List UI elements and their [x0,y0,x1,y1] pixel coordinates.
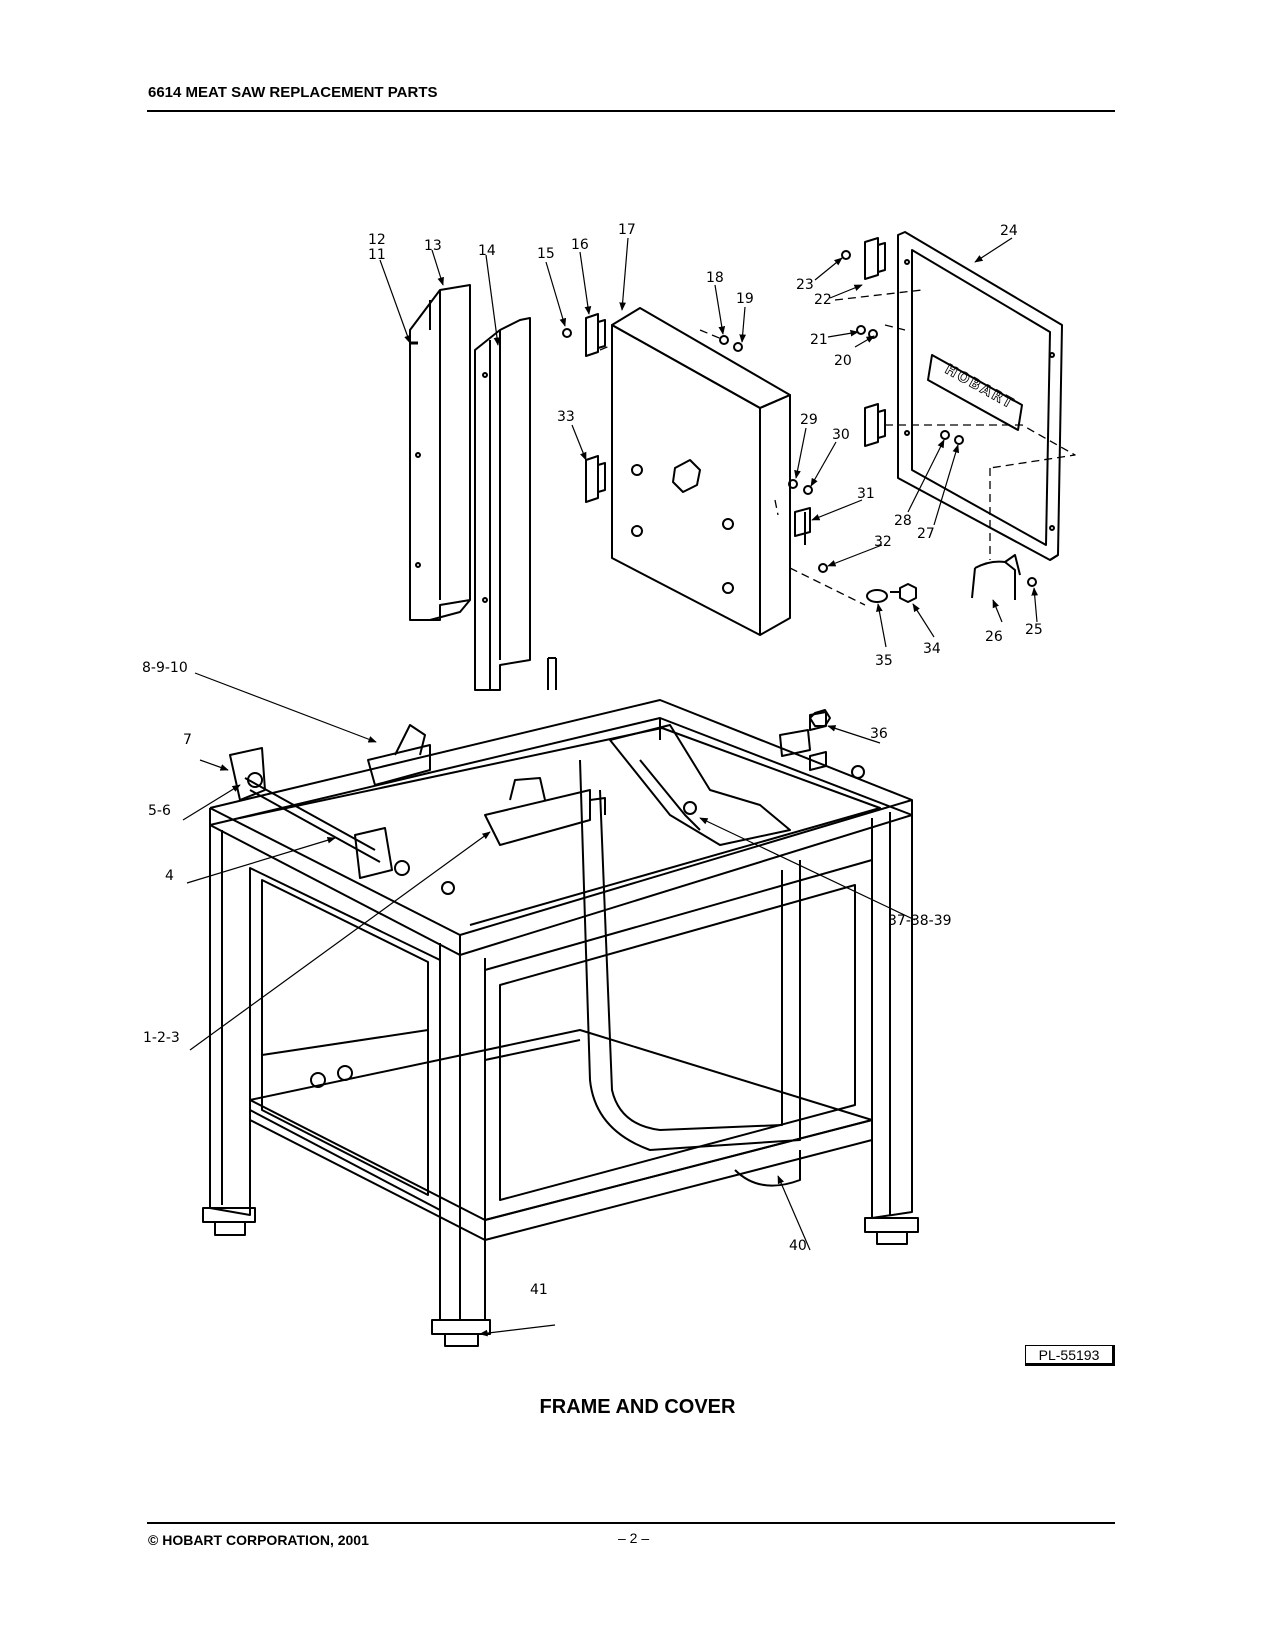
callout-label: 31 [857,486,875,502]
callout-label: 14 [478,243,496,259]
page-header-title: 6614 MEAT SAW REPLACEMENT PARTS [148,84,438,101]
callout-label: 16 [571,237,589,253]
callout-label: 13 [424,238,442,254]
callout-label: 4 [165,868,174,884]
callout-labels: 12 11 13 14 15 16 17 18 19 23 24 22 21 2… [142,222,1043,1298]
frame-stand [202,657,919,1347]
footer-copyright: © HOBART CORPORATION, 2001 [148,1532,369,1548]
callout-label: 1-2-3 [143,1030,180,1046]
plate-number-box: PL-55193 [1025,1345,1115,1366]
callout-label: 28 [894,513,912,529]
callout-label: 24 [1000,223,1018,239]
footer-page-number: – 2 – [618,1530,650,1546]
callout-label: 26 [985,629,1003,645]
callout-label: 7 [183,732,192,748]
callout-label: 40 [789,1238,807,1254]
callout-label: 36 [870,726,888,742]
callout-leaders [182,237,1039,1337]
side-channels [409,284,531,691]
callout-label: 32 [874,534,892,550]
callout-label: 37-38-39 [888,913,952,929]
callout-label: 11 [368,247,386,263]
door-panel [897,231,1063,561]
callout-label: 19 [736,291,754,307]
callout-label: 29 [800,412,818,428]
callout-label: 27 [917,526,935,542]
callout-label: 30 [832,427,850,443]
callout-label: 35 [875,653,893,669]
callout-label: 18 [706,270,724,286]
callout-label: 8-9-10 [142,660,188,676]
callout-label: 33 [557,409,575,425]
header-rule [147,110,1115,112]
cover-block [611,307,791,636]
door-logo-text: HOBART [942,362,1017,413]
footer-rule [147,1522,1115,1524]
assembly-lines [599,289,1076,606]
small-hardware [562,250,1037,727]
figure-caption: FRAME AND COVER [539,1396,736,1418]
callout-label: 22 [814,292,832,308]
hinges [585,237,1021,600]
callout-label: 15 [537,246,555,262]
callout-label: 23 [796,277,814,293]
callout-label: 12 [368,232,386,248]
callout-label: 41 [530,1282,548,1298]
callout-label: 25 [1025,622,1043,638]
callout-label: 5-6 [148,803,171,819]
callout-label: 21 [810,332,828,348]
callout-label: 34 [923,641,941,657]
callout-label: 20 [834,353,852,369]
callout-label: 17 [618,222,636,238]
